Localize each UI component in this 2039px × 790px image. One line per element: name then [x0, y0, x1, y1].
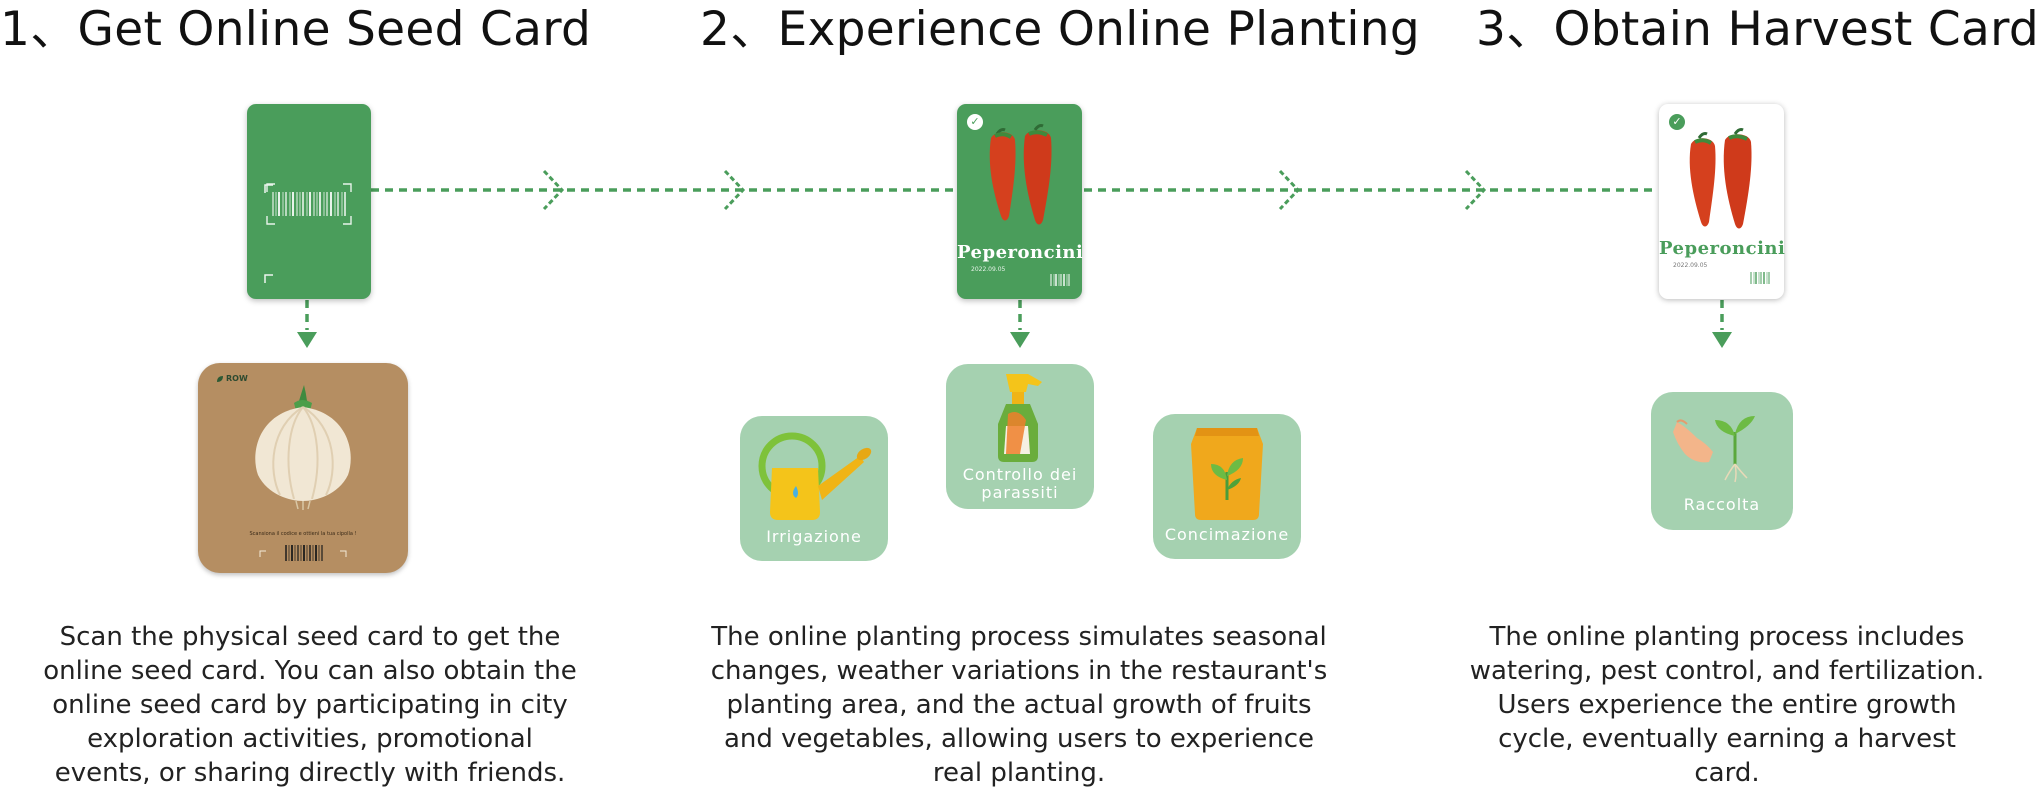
action-label: Raccolta [1683, 495, 1761, 514]
action-raccolta[interactable]: Raccolta [1651, 392, 1793, 530]
online-seed-card [247, 104, 371, 299]
seed-card-caption: Scansiona il codice e ottieni la tua cip… [249, 531, 357, 537]
watering-can-icon [758, 432, 872, 520]
chevron-right-icon [1464, 169, 1487, 211]
step-2-description: The online planting process simulates se… [710, 622, 1328, 788]
step-1-title: 1、Get Online Seed Card [0, 2, 592, 57]
harvest-card: ✓ Peperoncini 2022.09.05 [1659, 104, 1786, 299]
brand-logo: ROW [216, 374, 248, 383]
action-label: Irrigazione [766, 527, 862, 546]
hand-sprout-icon [1673, 416, 1755, 483]
card-title: Peperoncini [1659, 238, 1786, 259]
check-icon: ✓ [967, 114, 983, 130]
action-irrigazione[interactable]: Irrigazione [740, 416, 888, 561]
physical-seed-card: ROW Scansiona il codice e ottieni la tua… [198, 363, 408, 573]
online-planting-card: ✓ Peperoncini 2022.09.05 [957, 104, 1084, 299]
action-controllo-parassiti[interactable]: Controllo dei parassiti [946, 364, 1094, 509]
step-3-description: The online planting process includes wat… [1469, 622, 1985, 788]
fertilizer-bag-icon [1191, 428, 1263, 520]
arrow-down-icon [297, 332, 317, 348]
chili-peppers-icon [989, 124, 1070, 286]
arrow-down-icon [1010, 332, 1030, 348]
card-date: 2022.09.05 [971, 266, 1006, 273]
spray-bottle-icon [998, 374, 1042, 462]
leaf-icon [217, 375, 223, 382]
action-label: Concimazione [1164, 525, 1290, 544]
card-date: 2022.09.05 [1673, 262, 1708, 269]
chevron-right-icon [723, 169, 746, 211]
action-label: Controllo dei parassiti [962, 465, 1078, 502]
arrow-down-icon [1712, 332, 1732, 348]
step-3-title: 3、Obtain Harvest Card [1476, 2, 2039, 57]
chevron-right-icon [542, 169, 565, 211]
step-2-title: 2、Experience Online Planting [700, 2, 1420, 57]
chevron-right-icon [1278, 169, 1301, 211]
onion-icon [255, 385, 351, 510]
barcode-icon [259, 545, 347, 561]
barcode-scan-icon [264, 183, 352, 283]
step-1-description: Scan the physical seed card to get the o… [43, 622, 577, 788]
action-concimazione[interactable]: Concimazione [1153, 414, 1301, 559]
card-title: Peperoncini [957, 242, 1084, 263]
chili-peppers-icon [1689, 128, 1770, 284]
check-icon: ✓ [1669, 114, 1685, 130]
